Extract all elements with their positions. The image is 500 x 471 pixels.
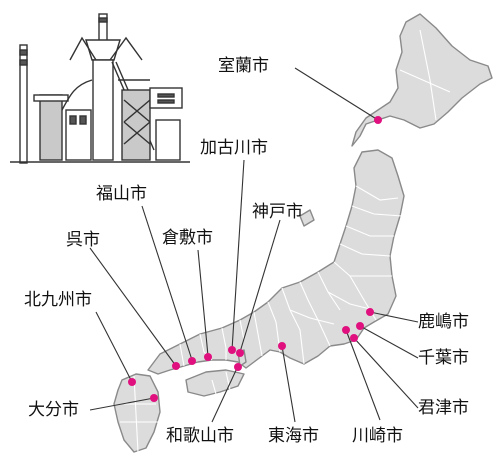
leader-lines [89,67,419,423]
city-label-kobe: 神戸市 [252,202,303,222]
city-label-tokai: 東海市 [268,426,319,446]
marker-kure [172,362,180,370]
city-label-kure: 呉市 [66,230,100,250]
city-label-kakogawa: 加古川市 [200,138,268,158]
marker-kakogawa [228,346,236,354]
sado-island [299,209,315,227]
city-label-wakayama: 和歌山市 [166,426,234,446]
city-label-kurashiki: 倉敷市 [162,228,213,248]
city-label-oita: 大分市 [28,400,79,420]
city-label-muroran: 室蘭市 [218,56,269,76]
city-label-kawasaki: 川崎市 [352,426,403,446]
marker-kashima [366,308,374,316]
city-label-fukuyama: 福山市 [96,184,147,204]
city-label-chiba: 千葉市 [418,348,469,368]
marker-tokai [278,342,286,350]
steel-mill-icon [10,13,190,164]
marker-muroran [374,116,382,124]
marker-kobe [236,349,244,357]
kyushu-island [113,373,161,453]
marker-kitakyushu [128,378,136,386]
honshu-island [147,149,405,375]
city-markers [128,116,382,402]
city-label-kimitsu: 君津市 [418,398,469,418]
city-label-kitakyushu: 北九州市 [24,290,92,310]
marker-wakayama [234,363,242,371]
japan-landmass [113,13,493,453]
shikoku-island [185,369,245,397]
city-label-kashima: 鹿嶋市 [418,312,469,332]
marker-kimitsu [350,334,358,342]
marker-kurashiki [204,353,212,361]
marker-oita [150,394,158,402]
marker-kawasaki [342,326,350,334]
marker-chiba [356,322,364,330]
marker-fukuyama [188,357,196,365]
